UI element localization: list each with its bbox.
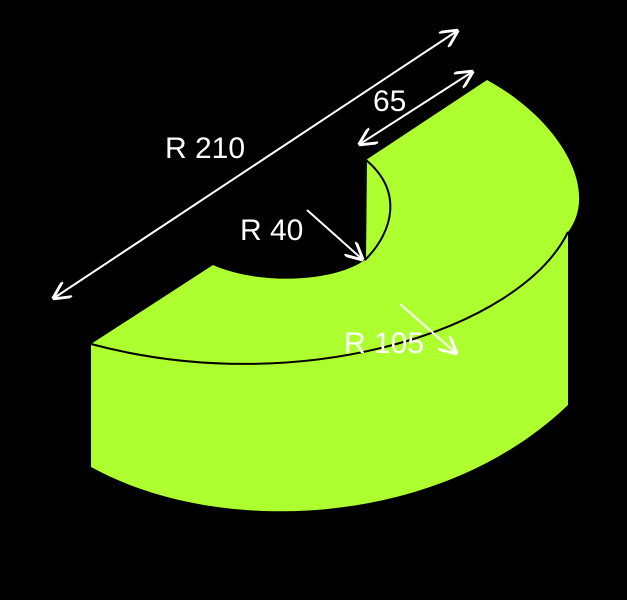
width-label: 65 xyxy=(373,85,406,118)
inner-radius-label: R 40 xyxy=(240,214,303,247)
mid-radius-leader xyxy=(399,303,456,353)
top-outer-edge xyxy=(90,231,569,365)
mid-radius-label: R 105 xyxy=(344,327,424,360)
outer-radius-label: R 210 xyxy=(165,132,245,165)
width-dimension-line xyxy=(360,72,472,144)
inner-radius-leader xyxy=(306,209,362,259)
inner-vertical-edge xyxy=(364,159,367,261)
curved-side-face xyxy=(91,232,568,512)
